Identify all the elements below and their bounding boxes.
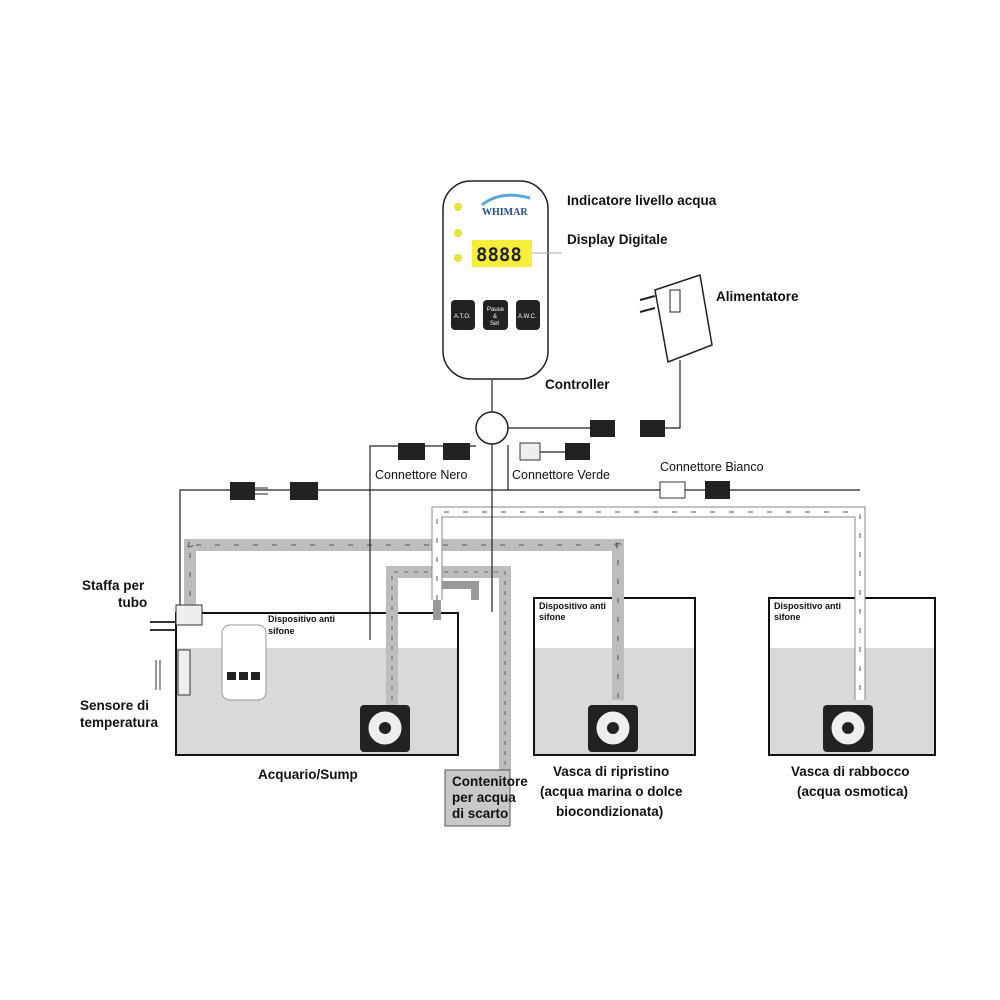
svg-text:A.T.O.: A.T.O. (454, 314, 471, 320)
svg-text:per acqua: per acqua (452, 790, 516, 805)
mini-controller-icon (221, 624, 267, 701)
pump-icon (360, 705, 410, 752)
topup-tube (431, 506, 866, 700)
cable-hub (475, 411, 509, 445)
label-water-level-indicator: Indicatore livello acqua (567, 193, 717, 208)
label-anti-siphon: Dispositivo anti (539, 601, 606, 611)
wiring (179, 360, 860, 640)
label-anti-siphon: Dispositivo anti (268, 614, 335, 624)
led-indicator-icon (454, 254, 462, 262)
led-indicator-icon (454, 203, 462, 211)
pump-icon (823, 705, 873, 752)
svg-text:biocondizionata): biocondizionata) (556, 804, 663, 819)
black-connector (398, 443, 470, 460)
label-waste: Contenitore (452, 774, 528, 789)
awc-button[interactable] (516, 300, 540, 330)
power-connector (590, 420, 665, 437)
digital-display: 8888 (476, 244, 522, 266)
refill-tube (184, 539, 624, 700)
ato-button[interactable] (451, 300, 475, 330)
label-white-connector: Connettore Bianco (660, 460, 764, 474)
svg-text:sifone: sifone (268, 626, 295, 636)
label-refill-tank: Vasca di ripristino (553, 764, 669, 779)
svg-text:sifone: sifone (774, 612, 801, 622)
label-topup-tank: Vasca di rabbocco (791, 764, 910, 779)
svg-text:A.W.C.: A.W.C. (518, 314, 537, 320)
controller-device: WHIMAR 8888 A.T.O. Pause & Set A.W.C. (442, 180, 549, 380)
label-aquarium: Acquario/Sump (258, 767, 358, 782)
waste-container (444, 769, 511, 827)
logo-wave (481, 193, 531, 207)
svg-text:Set: Set (490, 321, 499, 327)
svg-text:&: & (493, 314, 497, 320)
svg-text:sifone: sifone (539, 612, 566, 622)
level-sensor (150, 604, 203, 696)
white-connector (659, 481, 730, 499)
label-temp-sensor: Sensore di (80, 698, 149, 713)
svg-text:(acqua osmotica): (acqua osmotica) (797, 784, 908, 799)
controller-logo: WHIMAR (482, 207, 528, 218)
svg-text:temperatura: temperatura (80, 715, 159, 730)
svg-text:(acqua marina o dolce: (acqua marina o dolce (540, 784, 683, 799)
label-black-connector: Connettore Nero (375, 468, 467, 482)
green-connector (519, 442, 590, 461)
label-digital-display: Display Digitale (567, 232, 668, 247)
label-tube-bracket: Staffa per (82, 578, 145, 593)
pump-icon (588, 705, 638, 752)
power-adapter-icon (639, 274, 713, 364)
label-anti-siphon: Dispositivo anti (774, 601, 841, 611)
svg-text:Pause: Pause (487, 307, 505, 313)
pause-set-button[interactable] (483, 300, 508, 330)
aquarium-sump-tank (175, 612, 459, 756)
label-controller: Controller (545, 377, 610, 392)
sensor-connector (230, 482, 318, 500)
svg-text:tubo: tubo (118, 595, 147, 610)
label-power-supply: Alimentatore (716, 289, 799, 304)
led-indicator-icon (454, 229, 462, 237)
svg-text:di scarto: di scarto (452, 806, 508, 821)
label-green-connector: Connettore Verde (512, 468, 610, 482)
waste-tube (386, 566, 511, 770)
